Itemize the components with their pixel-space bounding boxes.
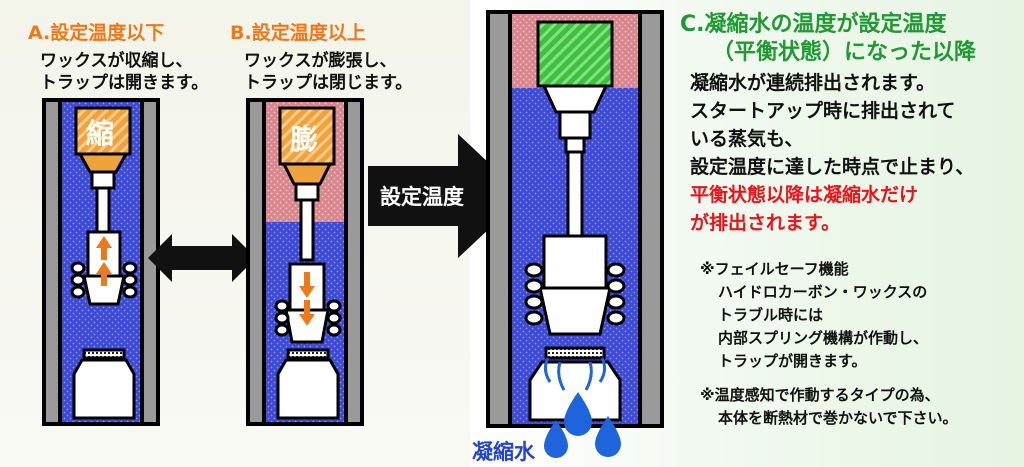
panel-b-title: B.設定温度以上 [230, 22, 366, 44]
panel-a-desc-line2: トラップは開きます。 [40, 73, 209, 93]
wax-expand-label: 膨 [290, 123, 319, 156]
water-drop-icon [564, 392, 592, 436]
water-drop-icon [544, 420, 568, 458]
panel-c-title-line1: C.凝縮水の温度が設定温度 [680, 12, 947, 37]
failsafe-line3: 内部スプリング機構が作動し、 [718, 329, 929, 347]
panel-c-body-red-line2: が排出されます。 [690, 212, 841, 234]
panel-c-title-line2: （平衡状態）になった以降 [712, 40, 977, 65]
panel-b-desc-line1: ワックスが膨張し、 [244, 51, 397, 71]
panel-c-body-line1: 凝縮水が連続排出されます。 [690, 72, 936, 94]
big-arrow-icon [368, 134, 524, 258]
double-arrow-icon [148, 234, 256, 282]
caution-note-line2: 本体を断熱材で巻かないで下さい。 [718, 409, 958, 427]
panel-c-body-line4: 設定温度に達した時点で止まり、 [690, 156, 975, 178]
panel-a-desc-line1: ワックスが収縮し、 [40, 51, 193, 71]
water-drop-icon [595, 416, 621, 457]
wax-shrink-label: 縮 [86, 117, 115, 150]
failsafe-title: ※フェイルセーフ機能 [700, 260, 849, 278]
failsafe-line2: トラブル時には [718, 306, 824, 324]
panel-b-desc-line2: トラップは閉じます。 [244, 73, 413, 93]
trap-b [246, 98, 364, 426]
failsafe-line4: トラップが開きます。 [718, 352, 867, 370]
caution-note-line1: ※温度感知で作動するタイプの為、 [700, 386, 940, 404]
panel-c-body-line3: いる蒸気も、 [690, 128, 804, 150]
failsafe-line1: ハイドロカーボン・ワックスの [718, 283, 928, 301]
panel-c-body-red-line1: 平衡状態以降は凝縮水だけ [690, 184, 919, 206]
panel-c-body-line2: スタートアップ時に排出されて [690, 100, 956, 122]
condensate-label: 凝縮水 [472, 440, 535, 464]
set-temperature-arrow-label: 設定温度 [380, 185, 464, 209]
trap-a [42, 98, 160, 426]
panel-a-title: A.設定温度以下 [28, 22, 165, 44]
trap-c [486, 10, 664, 458]
